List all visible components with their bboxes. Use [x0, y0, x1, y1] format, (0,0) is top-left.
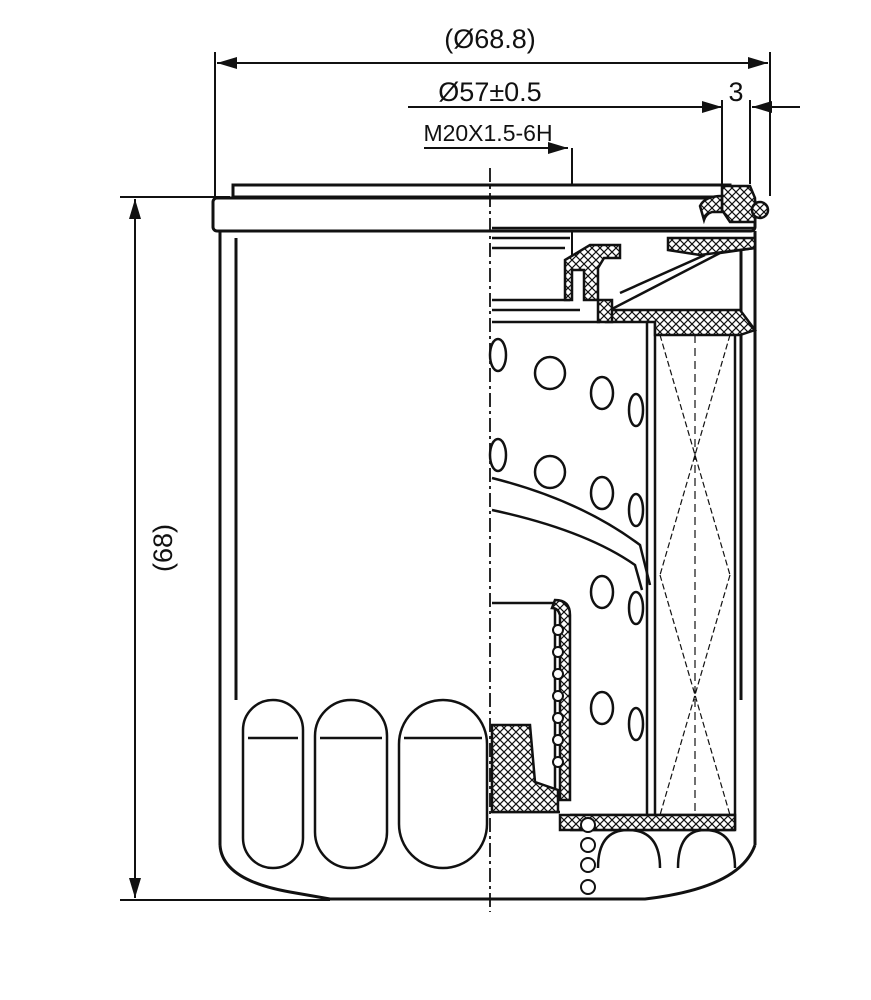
filter-housing [211, 183, 757, 901]
end-caps [558, 308, 758, 832]
centre-tube-perforations [488, 337, 645, 742]
filter-media [659, 334, 731, 816]
dimension-gasket-diameter [408, 100, 800, 184]
gasket-diameter-label: Ø57±0.5 [438, 77, 541, 107]
thread-label: M20X1.5-6H [423, 120, 552, 146]
wrench-flutes [241, 698, 737, 870]
thread-plate [563, 236, 757, 324]
overall-height-label: (68) [148, 524, 178, 572]
gasket [698, 184, 770, 225]
dimension-overall-height [120, 196, 330, 901]
gasket-width-label: 3 [728, 77, 743, 107]
dimension-overall-diameter [214, 52, 771, 196]
relief-valve-spring [552, 624, 596, 895]
overall-diameter-label: (Ø68.8) [444, 24, 536, 54]
